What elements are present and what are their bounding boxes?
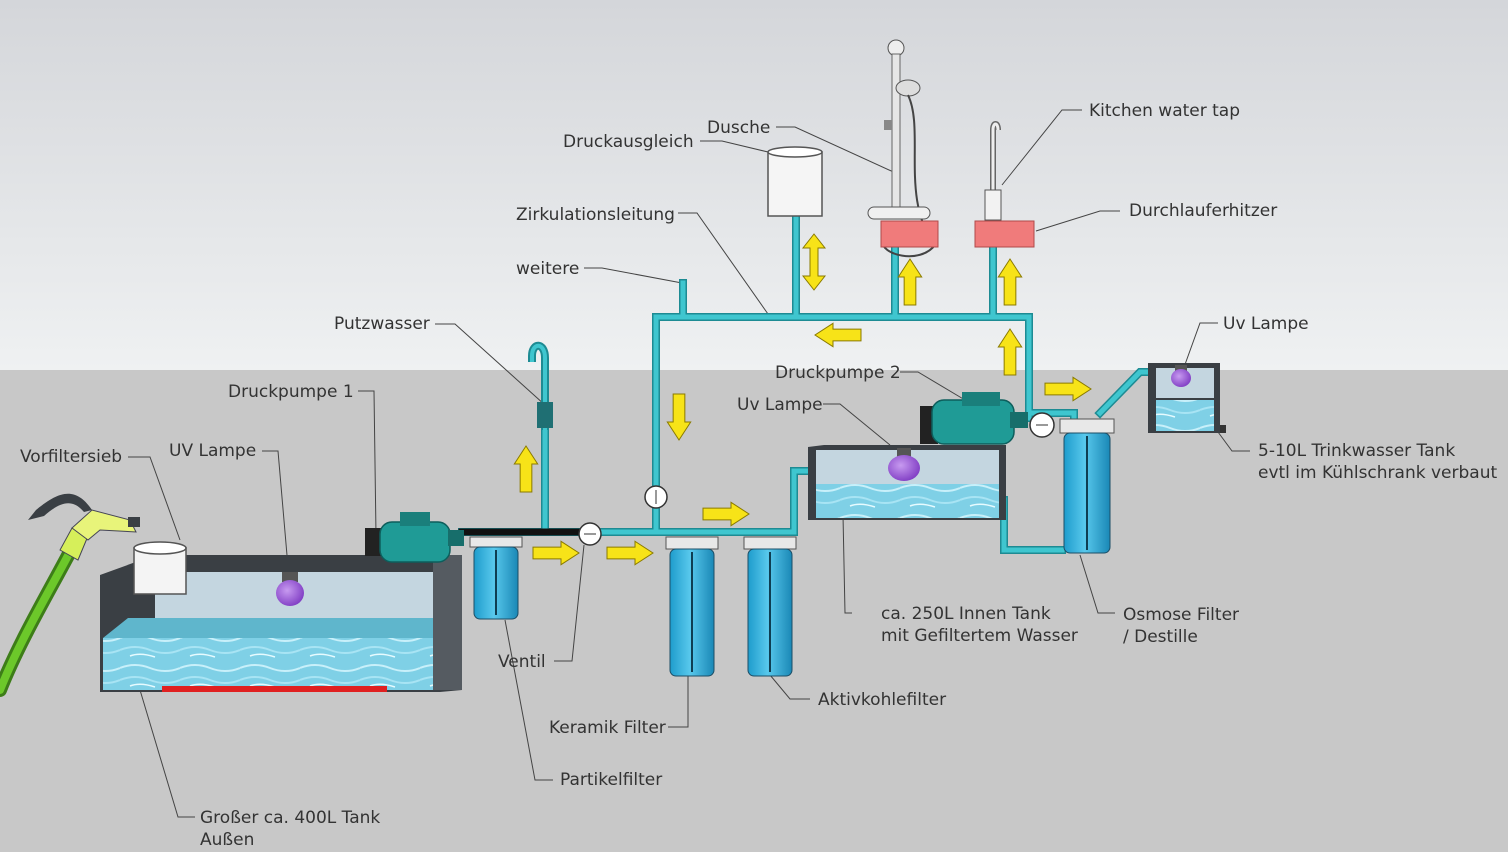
flow-arrow [513,445,539,493]
pressure-pump-2 [920,392,1028,445]
sky [0,0,1508,370]
label-aktivkohlefilter: Aktivkohlefilter [818,690,947,710]
flow-arrow [997,258,1023,306]
label-grosser-tank-1: Großer ca. 400L Tank [200,808,381,828]
flow-arrow [1044,376,1092,402]
label-putzwasser: Putzwasser [334,314,430,334]
label-keramik-filter: Keramik Filter [549,718,666,738]
label-trinkwasser-tank-2: evtl im Kühlschrank verbaut [1258,463,1498,483]
cleaning-water-faucet [528,341,553,430]
indoor-tank-250l [808,445,1006,520]
label-dusche: Dusche [707,118,771,138]
water-heater-kitchen [974,220,1035,248]
activated-carbon-filter [743,536,797,677]
flow-arrow [532,540,580,566]
flow-arrow [606,540,654,566]
particle-filter [469,536,523,620]
kitchen-tap [984,121,1002,221]
label-uv-lampe-2: Uv Lampe [737,395,823,415]
flow-arrows [513,233,1092,566]
valve-osmosis [1029,412,1055,438]
label-ventil: Ventil [498,652,546,672]
water-heater-shower [880,220,939,248]
flow-arrow [702,501,750,527]
drinking-water-tank [1148,363,1226,433]
label-osmose-1: Osmose Filter [1123,605,1240,625]
label-druckpumpe-1: Druckpumpe 1 [228,382,354,402]
valve-circulation [644,485,668,509]
uv-lamp-3 [1171,365,1191,387]
flow-arrow-bidirectional [801,233,827,291]
flow-arrow [814,322,862,348]
osmosis-filter [1059,418,1115,554]
uv-lamp-1 [276,572,304,606]
prefilter-sieve [133,541,187,595]
label-weitere: weitere [516,259,580,279]
label-zirkulationsleitung: Zirkulationsleitung [516,205,675,225]
label-innen-tank-1: ca. 250L Innen Tank [881,604,1051,624]
garden-hose [0,493,140,697]
label-partikelfilter: Partikelfilter [560,770,663,790]
leader-lines [128,109,1250,818]
pressure-pump-1 [365,512,464,563]
label-innen-tank-2: mit Gefiltertem Wasser [881,626,1078,646]
drain-strip [162,686,387,692]
uv-lamp-2 [888,448,920,481]
flow-arrow [997,328,1023,376]
label-durchlauferhitzer: Durchlauferhitzer [1129,201,1278,221]
outdoor-tank-400l [100,555,462,692]
valve-main [578,522,602,546]
flow-arrow [897,258,923,306]
label-uv-lampe-3: Uv Lampe [1223,314,1309,334]
label-kitchen-water-tap: Kitchen water tap [1089,101,1241,121]
label-osmose-2: / Destille [1123,627,1198,647]
label-grosser-tank-2: Außen [200,830,255,850]
ceramic-filter [665,536,719,677]
pressure-equalization-tank [767,146,823,217]
label-druckausgleich: Druckausgleich [563,132,694,152]
label-uv-lampe-1: UV Lampe [169,441,257,461]
label-vorfiltersieb: Vorfiltersieb [20,447,123,467]
label-druckpumpe-2: Druckpumpe 2 [775,363,901,383]
label-trinkwasser-tank-1: 5-10L Trinkwasser Tank [1258,441,1456,461]
flow-arrow [666,393,692,441]
